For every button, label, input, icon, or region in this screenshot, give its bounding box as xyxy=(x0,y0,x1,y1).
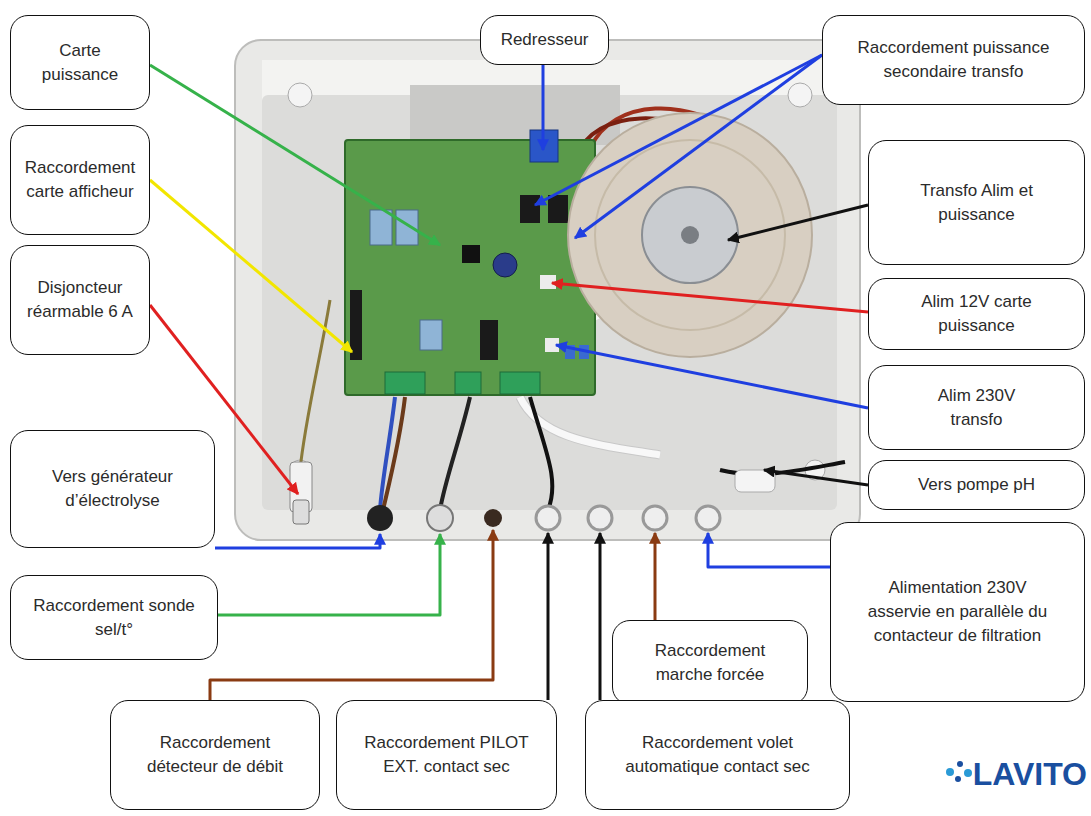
leader-line xyxy=(210,530,493,700)
callout-text: Alimentation 230V asservie en parallèle … xyxy=(861,576,1054,647)
callout-text: Disjoncteur réarmable 6 A xyxy=(20,276,140,324)
housing-outer xyxy=(235,40,860,540)
callout-box: Transfo Alim et puissance xyxy=(868,140,1085,265)
cable-gland xyxy=(696,506,720,530)
callout-box: Raccordement détecteur de débit xyxy=(110,700,320,810)
terminal-block xyxy=(385,372,425,394)
bottom-fittings xyxy=(290,462,775,531)
logo-dot xyxy=(946,768,954,776)
wire xyxy=(530,397,552,510)
toroidal-transformer xyxy=(568,113,812,357)
wires xyxy=(300,108,845,510)
wire xyxy=(440,397,470,510)
callout-box: Raccordement PILOT EXT. contact sec xyxy=(336,700,557,810)
capacitor xyxy=(493,253,517,277)
leader-line xyxy=(552,283,868,312)
screw-post xyxy=(788,83,812,107)
callout-text: Alim 230V transfo xyxy=(919,384,1034,432)
wire xyxy=(383,397,405,510)
breaker-button xyxy=(293,500,309,524)
leader-lines xyxy=(150,55,868,700)
callout-text: Vers pompe pH xyxy=(918,473,1035,497)
callout-text: Raccordement sonde sel/t° xyxy=(23,594,205,642)
callout-box: Raccordement marche forcée xyxy=(612,620,808,705)
gland-boss xyxy=(735,470,775,492)
callout-box: Vers générateur d’électrolyse xyxy=(10,430,215,548)
callout-text: Raccordement PILOT EXT. contact sec xyxy=(349,731,544,779)
leader-line xyxy=(599,533,602,700)
callout-text: Raccordement détecteur de débit xyxy=(131,731,299,779)
logo-dot xyxy=(955,776,961,782)
leader-line xyxy=(547,533,550,700)
transformer-bolt xyxy=(681,226,699,244)
leader-line xyxy=(556,345,868,408)
cable-gland xyxy=(536,506,560,530)
callout-text: Raccordement puissance secondaire transf… xyxy=(835,36,1072,84)
pcb xyxy=(345,140,595,395)
callout-box: Raccordement puissance secondaire transf… xyxy=(822,15,1085,105)
callout-box: Raccordement sonde sel/t° xyxy=(10,575,218,660)
callout-box: Vers pompe pH xyxy=(868,460,1085,510)
chip xyxy=(462,245,480,263)
cable xyxy=(520,397,660,455)
cable xyxy=(520,397,660,455)
callout-box: Alim 230V transfo xyxy=(868,365,1085,450)
callout-text: Raccordement marche forcée xyxy=(625,639,795,687)
leader-line xyxy=(575,55,822,238)
relay xyxy=(420,320,442,350)
callout-text: Raccordement carte afficheur xyxy=(20,156,140,204)
transformer-plate xyxy=(642,187,738,283)
housing xyxy=(235,40,860,540)
callout-box: Raccordement carte afficheur xyxy=(10,125,150,235)
leader-line xyxy=(542,65,545,150)
logo-text: LAVITO xyxy=(973,756,1087,793)
logo-icon xyxy=(946,761,972,782)
cable-gland xyxy=(427,505,453,531)
cable-gland xyxy=(484,509,502,527)
logo-dot xyxy=(964,769,972,777)
logo-dot xyxy=(957,761,963,767)
terminal-block xyxy=(500,372,540,394)
terminal-block xyxy=(455,372,481,394)
display-connector xyxy=(350,290,362,360)
leader-line xyxy=(218,534,440,615)
callout-text: Transfo Alim et puissance xyxy=(909,179,1044,227)
callout-text: Vers générateur d’électrolyse xyxy=(31,465,194,513)
cable-gland xyxy=(588,506,612,530)
leader-line xyxy=(708,533,830,567)
relay xyxy=(396,210,418,245)
cable-gland xyxy=(367,505,393,531)
callout-box: Alimentation 230V asservie en parallèle … xyxy=(830,522,1085,702)
leader-line xyxy=(654,533,657,620)
transformer-winding xyxy=(568,113,812,357)
callout-box: Alim 12V carte puissance xyxy=(868,278,1085,350)
callout-box: Carte puissance xyxy=(10,15,150,110)
callout-box: Disjoncteur réarmable 6 A xyxy=(10,245,150,355)
connector xyxy=(480,320,498,360)
callout-text: Redresseur xyxy=(501,28,589,52)
leader-line xyxy=(728,205,868,240)
callout-text: Carte puissance xyxy=(20,39,140,87)
power-board xyxy=(345,130,595,395)
callout-box: Raccordement volet automatique contact s… xyxy=(585,700,850,810)
power-connector xyxy=(548,195,568,223)
callout-box: Redresseur xyxy=(480,15,609,65)
wire xyxy=(300,300,330,470)
cable-gland xyxy=(643,506,667,530)
power-connector xyxy=(520,195,540,223)
leader-line xyxy=(764,470,868,485)
relay xyxy=(370,210,392,245)
leader-line xyxy=(215,534,380,548)
leader-line xyxy=(535,55,822,205)
callout-text: Alim 12V carte puissance xyxy=(899,290,1054,338)
screw-post xyxy=(288,83,312,107)
callout-text: Raccordement volet automatique contact s… xyxy=(606,731,829,779)
leader-line xyxy=(150,180,352,352)
